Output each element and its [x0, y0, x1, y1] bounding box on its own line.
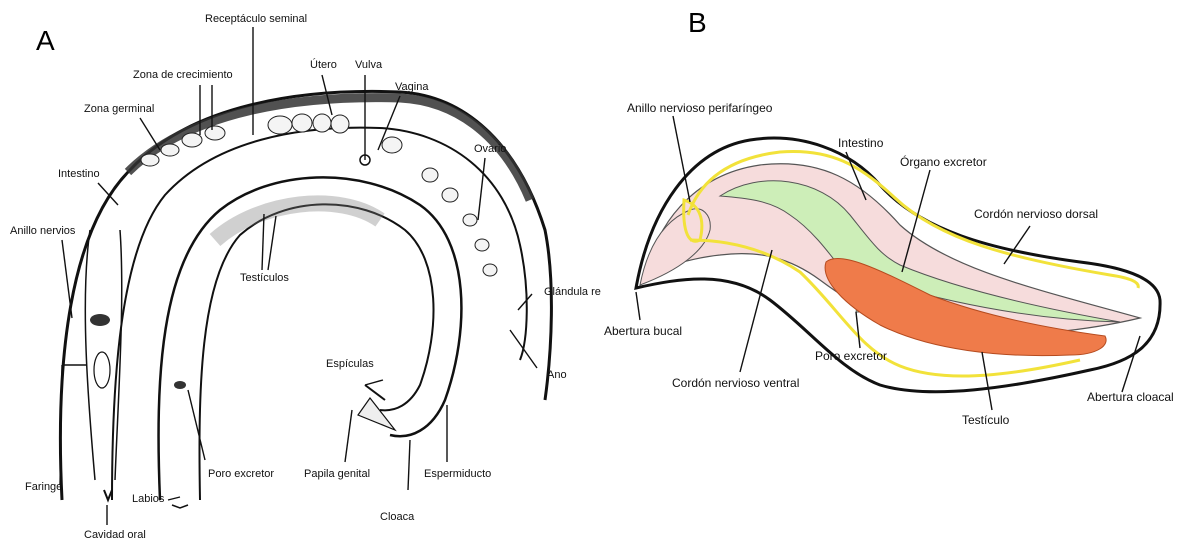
label-testiculos: Testículos [240, 272, 289, 284]
label-glandula: Glándula re [544, 286, 601, 298]
label-organo-excretor: Órgano excretor [900, 154, 987, 169]
label-utero: Útero [310, 58, 337, 71]
panel-b-letter: B [688, 7, 707, 38]
panel-a: A [10, 13, 601, 541]
label-poro-excretor-b: Poro excretor [815, 349, 887, 363]
label-abertura-bucal: Abertura bucal [604, 324, 682, 338]
label-zona-germinal: Zona germinal [84, 103, 154, 115]
label-papila-genital: Papila genital [304, 468, 370, 480]
label-espermiducto: Espermiducto [424, 468, 491, 480]
label-receptaculo-seminal: Receptáculo seminal [205, 13, 307, 25]
label-cavidad-oral: Cavidad oral [84, 529, 146, 541]
label-testiculo: Testículo [962, 413, 1010, 427]
label-cordon-dorsal: Cordón nervioso dorsal [974, 207, 1098, 221]
label-faringe: Faringe [25, 481, 62, 493]
label-vulva: Vulva [355, 59, 383, 71]
label-poro-excretor-a: Poro excretor [208, 468, 274, 480]
label-ano: Ano [547, 369, 567, 381]
label-cordon-ventral: Cordón nervioso ventral [672, 376, 799, 390]
label-espiculas: Espículas [326, 358, 374, 370]
panel-a-letter: A [36, 25, 55, 56]
label-zona-crecimiento: Zona de crecimiento [133, 69, 233, 81]
label-ovario: Ovario [474, 143, 506, 155]
panel-a-labels: Receptáculo seminal Zona de crecimiento … [10, 13, 601, 541]
label-intestino: Intestino [58, 168, 100, 180]
label-intestino-b: Intestino [838, 136, 884, 150]
panel-b: B Anillo ner [604, 7, 1174, 427]
label-anillo-perifaringeo: Anillo nervioso perifaríngeo [627, 101, 773, 115]
label-abertura-cloacal: Abertura cloacal [1087, 390, 1174, 404]
label-labios: Labios [132, 493, 165, 505]
label-vagina: Vagina [395, 81, 429, 93]
label-cloaca: Cloaca [380, 511, 415, 523]
label-anillo-nervios: Anillo nervios [10, 225, 76, 237]
